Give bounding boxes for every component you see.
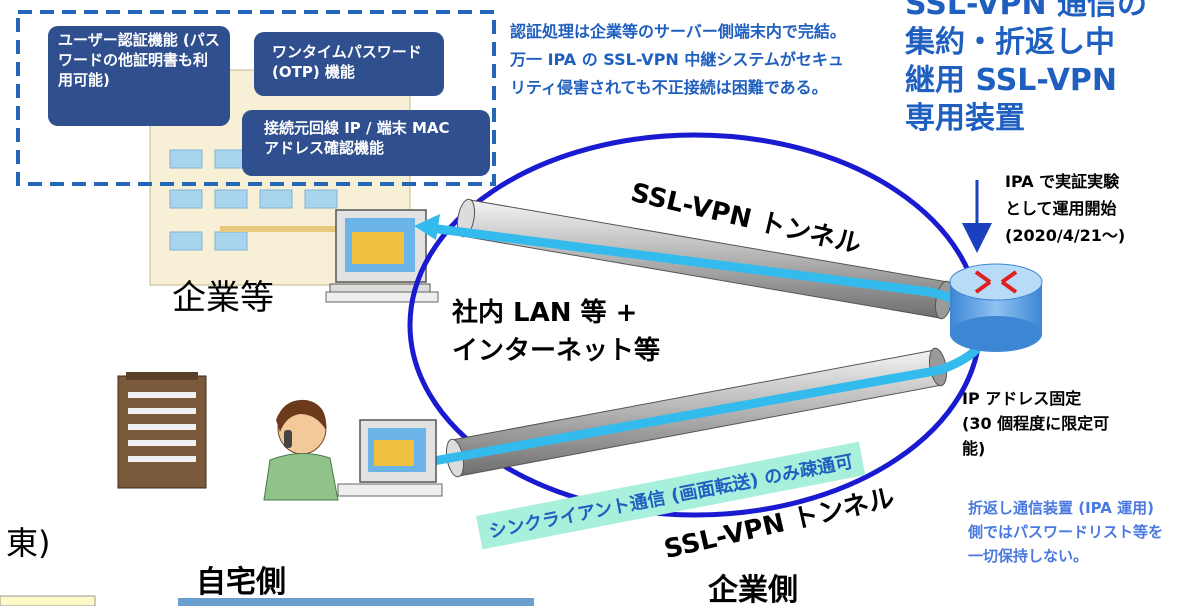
home-pc-icon — [337, 419, 443, 497]
relay-device-title: SSL-VPN 通信の 集約・折返し中 継用 SSL-VPN 専用装置 — [905, 0, 1175, 138]
relay-line-4: 専用装置 — [905, 101, 1025, 136]
photo-strip — [178, 598, 534, 606]
feature-user-auth-text: ユーザー認証機能 (パスワードの他証明書も利用可能) — [58, 31, 220, 89]
ipa-note-line-2: として運用開始 — [1005, 199, 1117, 218]
network-label-line-2: インターネット等 — [452, 336, 661, 366]
company-label: 企業等 — [172, 278, 274, 318]
feature-otp: ワンタイムパスワード (OTP) 機能 — [254, 32, 444, 96]
home-side-label: 自宅側 — [196, 565, 286, 600]
network-label: 社内 LAN 等 + インターネット等 — [452, 294, 660, 370]
left-cut-text: 東) — [6, 524, 51, 562]
ip-fixed-line-2: (30 個程度に限定可 — [962, 414, 1110, 433]
auth-note-text: 認証処理は企業等のサーバー側端末内で完結。万一 IPA の SSL-VPN 中継… — [510, 22, 846, 97]
ipa-note-line-3: (2020/4/21〜) — [1005, 226, 1126, 245]
network-label-line-1: 社内 LAN 等 + — [452, 298, 638, 328]
ipa-note-line-1: IPA で実証実験 — [1005, 172, 1120, 191]
feature-otp-text: ワンタイムパスワード (OTP) 機能 — [272, 43, 422, 81]
yellow-box-edge — [0, 595, 96, 606]
auth-note: 認証処理は企業等のサーバー側端末内で完結。万一 IPA の SSL-VPN 中継… — [510, 18, 855, 102]
relay-line-2: 集約・折返し中 — [905, 25, 1115, 60]
feature-ip-mac-check-text: 接続元回線 IP / 端末 MAC アドレス確認機能 — [264, 119, 450, 157]
no-password-note: 折返し通信装置 (IPA 運用) 側ではパスワードリスト等を一切保持しない。 — [968, 496, 1173, 568]
ip-fixed-note: IP アドレス固定 (30 個程度に限定可 能) — [962, 386, 1177, 461]
relay-line-1: SSL-VPN 通信の — [905, 0, 1148, 22]
feature-ip-mac-check: 接続元回線 IP / 端末 MAC アドレス確認機能 — [242, 110, 490, 176]
ip-fixed-line-1: IP アドレス固定 — [962, 389, 1082, 408]
home-worker-icon — [263, 399, 339, 501]
home-apartment-icon — [117, 372, 207, 489]
ipa-note: IPA で実証実験 として運用開始 (2020/4/21〜) — [1005, 168, 1175, 249]
relay-line-3: 継用 SSL-VPN — [905, 63, 1118, 98]
auth-functions-boundary — [16, 10, 496, 186]
feature-user-auth: ユーザー認証機能 (パスワードの他証明書も利用可能) — [48, 26, 230, 126]
ip-fixed-line-3: 能) — [962, 439, 986, 458]
router-icon — [949, 263, 1043, 352]
no-password-note-text: 折返し通信装置 (IPA 運用) 側ではパスワードリスト等を一切保持しない。 — [968, 499, 1164, 565]
company-side-label: 企業側 — [708, 573, 798, 608]
company-pc-icon — [325, 209, 439, 303]
